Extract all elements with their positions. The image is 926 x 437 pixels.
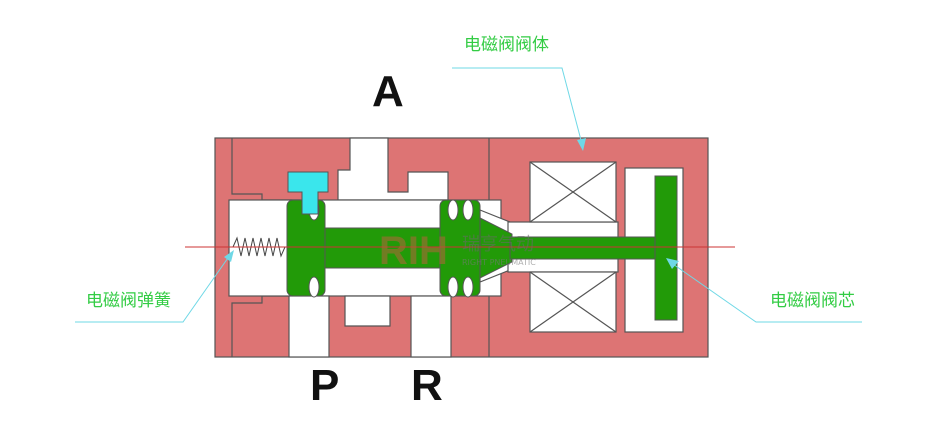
port-r-label: R xyxy=(411,361,443,410)
callout-valve-spring-label: 电磁阀弹簧 xyxy=(86,291,171,311)
spool-seals xyxy=(308,199,474,298)
callout-valve-spring: 电磁阀弹簧 xyxy=(75,250,234,323)
brand-watermark: RIH 瑞亨气动 RIGHT PNEUMATIC xyxy=(379,229,536,273)
cyan-seal xyxy=(287,171,329,215)
leader-arrow xyxy=(666,258,679,269)
leader-arrow xyxy=(577,138,586,151)
watermark-name: 瑞亨气动 xyxy=(462,234,534,255)
port-a-label: A xyxy=(372,67,404,116)
port-p-label: P xyxy=(310,361,339,410)
callout-valve-core: 电磁阀阀芯 xyxy=(666,258,862,323)
leader-line xyxy=(452,67,583,145)
valve-core xyxy=(286,175,678,321)
callout-valve-body-label: 电磁阀阀体 xyxy=(464,35,549,55)
watermark-logo: RIH xyxy=(379,229,448,273)
watermark-sub: RIGHT PNEUMATIC xyxy=(462,258,536,267)
callout-valve-core-label: 电磁阀阀芯 xyxy=(770,291,855,311)
leader-line xyxy=(669,261,862,323)
leader-line xyxy=(75,254,231,323)
leader-arrow xyxy=(224,250,234,262)
callout-valve-body: 电磁阀阀体 xyxy=(452,35,586,151)
